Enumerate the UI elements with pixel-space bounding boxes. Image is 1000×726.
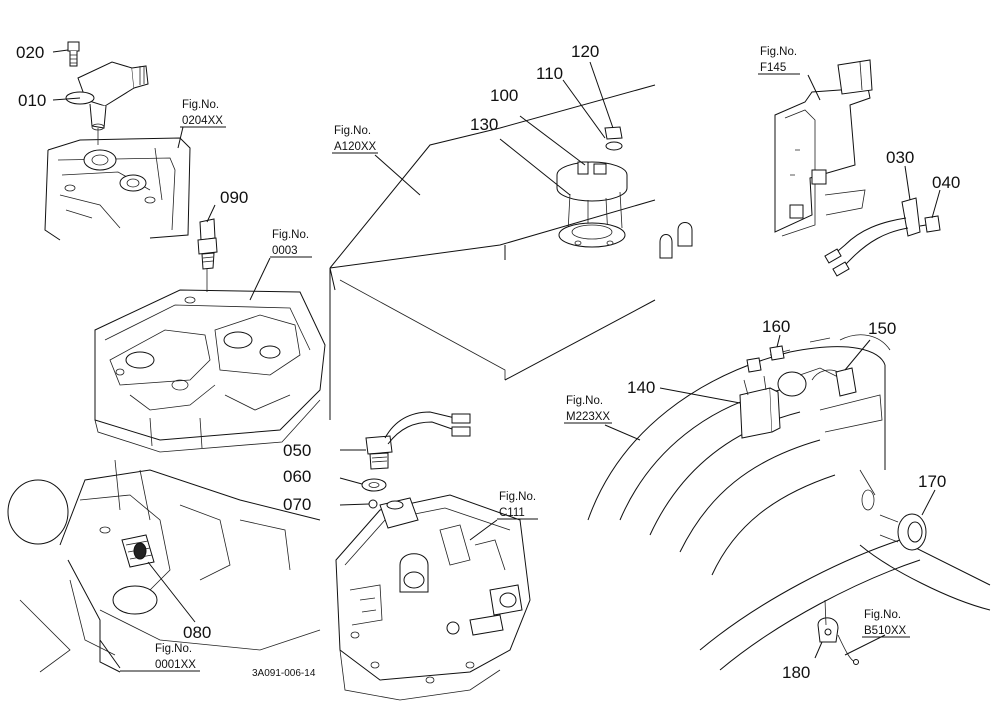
callout-020: 020 xyxy=(16,43,44,62)
clamp-180-drawing xyxy=(817,599,859,665)
screws-160-drawing xyxy=(746,345,785,373)
sensor-010-drawing xyxy=(65,61,149,145)
callout-060: 060 xyxy=(283,467,311,486)
callout-050: 050 xyxy=(283,441,311,460)
bolt-020-drawing xyxy=(67,41,80,67)
cylinder-head-drawing xyxy=(94,289,326,453)
callout-100: 100 xyxy=(490,86,518,105)
figref-m223xx: M223XX xyxy=(566,411,610,423)
figref-c111: C111 xyxy=(499,507,525,519)
engine-head-drawing xyxy=(44,137,191,241)
valve-block-drawing xyxy=(335,494,531,701)
switch-050-drawing xyxy=(365,411,471,470)
bracket-relay-drawing xyxy=(777,367,857,397)
sensor-080-drawing xyxy=(121,534,155,568)
figref-label-b510xx: Fig.No. xyxy=(864,609,901,621)
callout-170: 170 xyxy=(918,472,946,491)
figref-label-0001xx: Fig.No. xyxy=(155,643,192,655)
figref-label-c111: Fig.No. xyxy=(499,491,536,503)
relay-140-drawing xyxy=(739,375,781,439)
callout-080: 080 xyxy=(183,623,211,642)
transmission-drawing xyxy=(7,459,321,673)
callout-040: 040 xyxy=(932,173,960,192)
nut-120-drawing xyxy=(604,126,623,151)
figref-label-0204xx: Fig.No. xyxy=(182,99,219,111)
callout-090: 090 xyxy=(220,188,248,207)
callout-110: 110 xyxy=(536,64,563,83)
figref-label-a120xx: Fig.No. xyxy=(334,125,371,137)
callout-150: 150 xyxy=(868,319,896,338)
callout-120: 120 xyxy=(571,42,599,61)
callout-010: 010 xyxy=(18,91,46,110)
drawing-code: 3A091-006-14 xyxy=(252,668,316,679)
ball-070-drawing xyxy=(368,499,378,509)
figref-0001xx: 0001XX xyxy=(155,659,196,671)
callout-180: 180 xyxy=(782,663,810,682)
figref-0003: 0003 xyxy=(272,245,298,257)
relay-assembly-100-drawing xyxy=(556,161,628,248)
bracket-drawing xyxy=(774,59,873,237)
callouts: 020 010 090 120 110 100 130 030 040 160 … xyxy=(16,42,960,682)
figref-f145: F145 xyxy=(760,62,786,74)
washer-060-drawing xyxy=(361,478,387,492)
figref-label-m223xx: Fig.No. xyxy=(566,395,603,407)
figref-0204xx: 0204XX xyxy=(182,115,223,127)
caps-drawing xyxy=(659,222,693,259)
figref-a120xx: A120XX xyxy=(334,141,377,153)
figure-refs: Fig.No. 0204XX Fig.No. 0003 Fig.No. A120… xyxy=(120,46,910,672)
figref-label-0003: Fig.No. xyxy=(272,229,309,241)
screw-040-drawing xyxy=(919,215,941,233)
callout-030: 030 xyxy=(886,148,914,167)
center-panel-drawing xyxy=(329,84,656,420)
figref-b510xx: B510XX xyxy=(864,625,907,637)
callout-070: 070 xyxy=(283,495,311,514)
sensor-090-drawing xyxy=(197,218,218,292)
callout-130: 130 xyxy=(470,115,498,134)
leader-lines xyxy=(52,49,941,669)
harness-030-drawing xyxy=(824,197,921,277)
callout-160: 160 xyxy=(762,317,790,336)
callout-140: 140 xyxy=(627,378,655,397)
grommet-170-drawing xyxy=(879,513,927,551)
figref-label-f145: Fig.No. xyxy=(760,46,797,58)
